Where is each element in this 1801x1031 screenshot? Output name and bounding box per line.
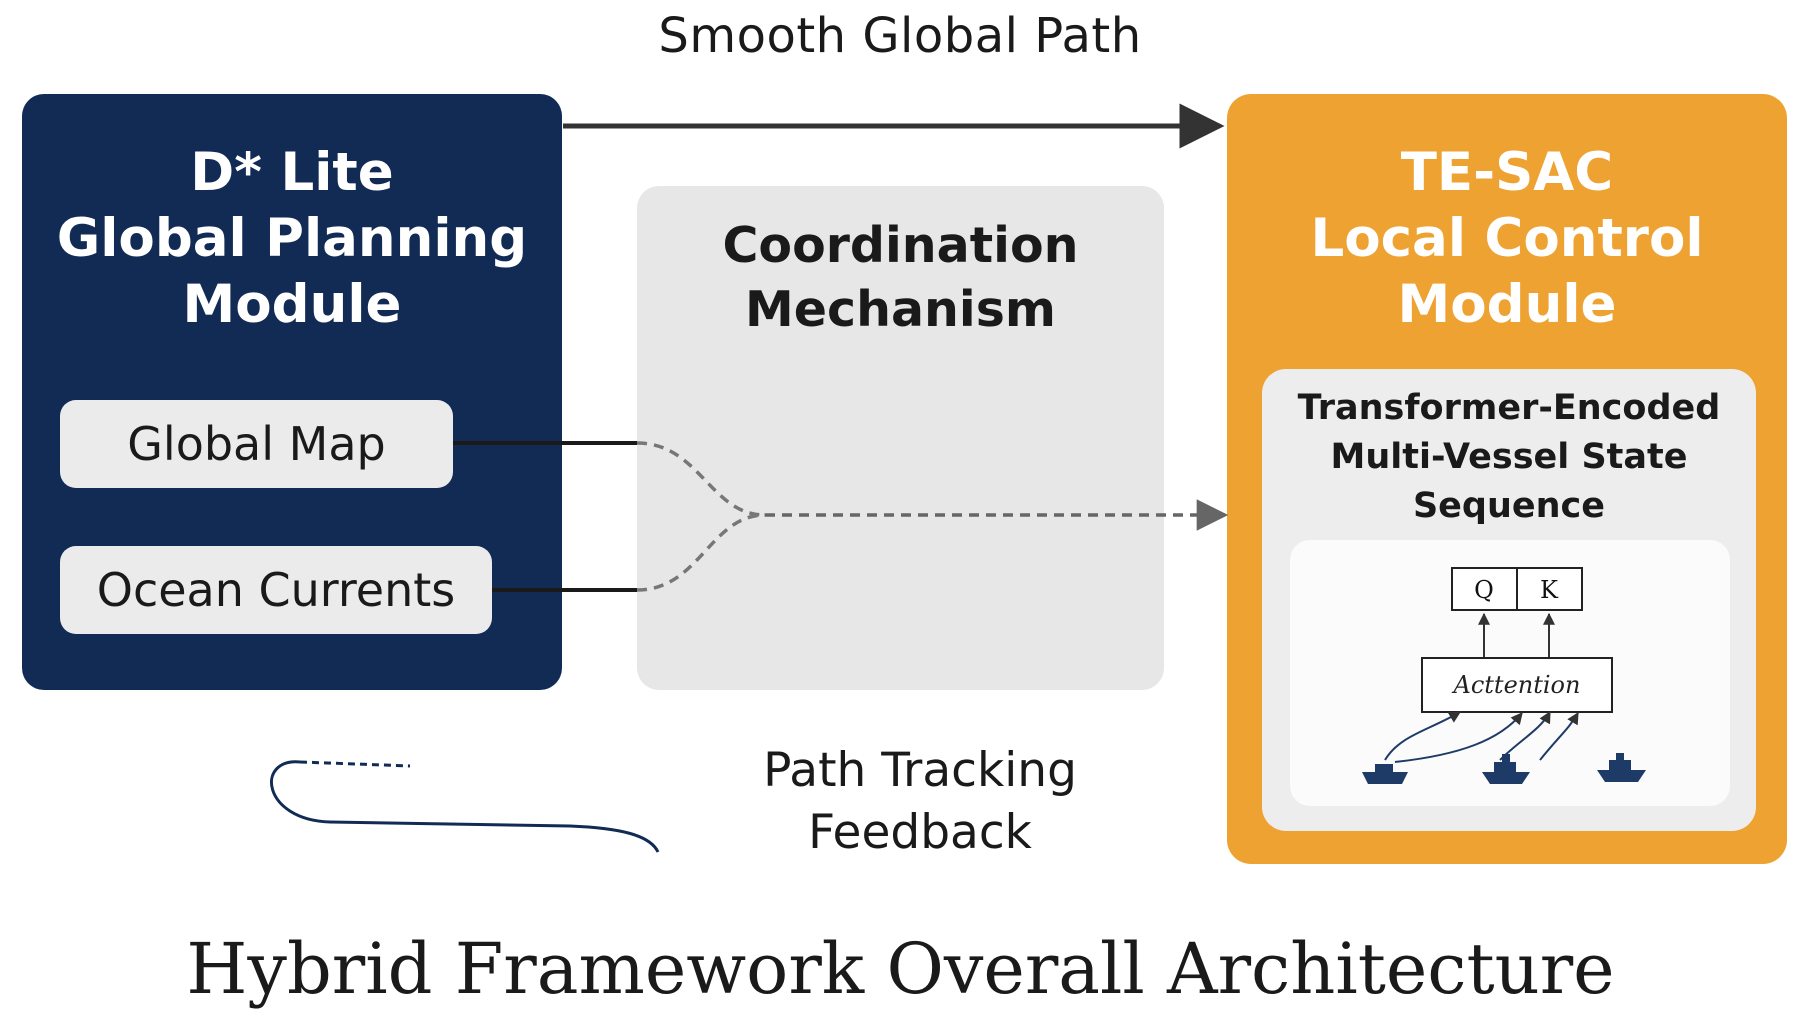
inner-line2: Multi-Vessel State: [1330, 437, 1688, 477]
right-title-line3: Module: [1397, 274, 1617, 335]
vessel2-arrow: [1499, 710, 1551, 761]
te-sac-title: TE-SAC Local Control Module: [1227, 140, 1787, 338]
vessel-icon: [1482, 754, 1530, 784]
q-label: Q: [1474, 576, 1494, 604]
coordination-line2: Mechanism: [745, 281, 1056, 338]
right-title-line1: TE-SAC: [1400, 142, 1614, 203]
left-title-line3: Module: [182, 274, 402, 335]
transformer-panel-title: Transformer-Encoded Multi-Vessel State S…: [1262, 384, 1756, 531]
coordination-mechanism-box: [637, 186, 1164, 690]
vessel1-arrow: [1384, 711, 1462, 761]
attention-box: [1421, 657, 1613, 713]
coordination-line1: Coordination: [722, 217, 1079, 274]
left-title-line2: Global Planning: [56, 208, 528, 269]
vessel1-arrow-2: [1394, 712, 1523, 763]
vessel-icon: [1362, 764, 1408, 784]
figure-title: Hybrid Framework Overall Architecture: [186, 928, 1615, 1010]
inner-line1: Transformer-Encoded: [1297, 388, 1721, 428]
dstar-lite-title: D* Lite Global Planning Module: [22, 140, 562, 338]
qk-boxes: Q K: [1451, 567, 1583, 611]
vessel-icon: [1597, 753, 1646, 782]
global-map-chip: Global Map: [60, 400, 453, 488]
k-label: K: [1540, 576, 1559, 604]
attention-label: Acttention: [1452, 671, 1581, 699]
feedback-curve: [270, 760, 660, 853]
right-title-line2: Local Control: [1310, 208, 1704, 269]
smooth-global-path-label: Smooth Global Path: [658, 8, 1142, 64]
feedback-curve-dash: [299, 760, 411, 768]
feedback-line1: Path Tracking: [763, 743, 1077, 798]
coordination-mechanism-title: Coordination Mechanism: [637, 214, 1164, 342]
path-tracking-feedback-label: Path Tracking Feedback: [730, 740, 1110, 864]
feedback-line2: Feedback: [808, 805, 1032, 860]
ocean-currents-chip: Ocean Currents: [60, 546, 492, 634]
merge-curve-lower: [636, 513, 766, 592]
inner-line3: Sequence: [1412, 486, 1606, 526]
vessel3-arrow: [1539, 711, 1579, 761]
left-title-line1: D* Lite: [190, 142, 394, 203]
merge-curve-upper: [636, 441, 766, 517]
